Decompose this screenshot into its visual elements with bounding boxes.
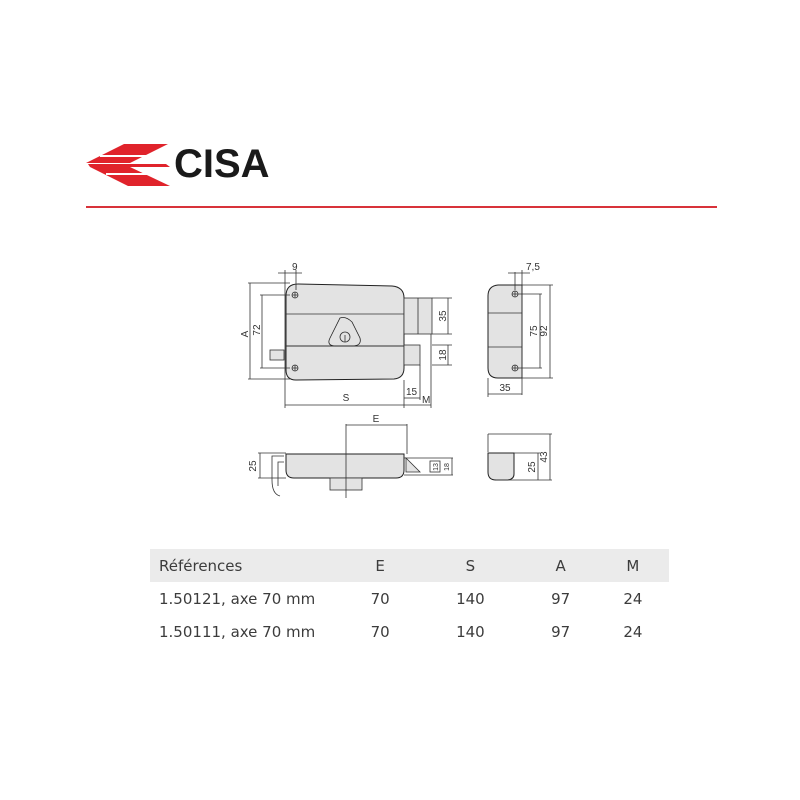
col-S: S	[465, 556, 476, 575]
cell-E: 70	[370, 589, 390, 608]
dim-18-top: 18	[444, 463, 451, 471]
cisa-logo-icon	[86, 144, 170, 186]
table-row: 1.50111, axe 70 mm 70 140 97 24	[150, 615, 669, 648]
cell-A: 97	[551, 622, 571, 641]
cell-E: 70	[370, 622, 390, 641]
dim-25-top: 25	[248, 460, 259, 472]
dim-35-side: 35	[499, 383, 511, 394]
dim-7-5: 7,5	[526, 262, 540, 273]
col-M: M	[626, 556, 640, 575]
col-A: A	[555, 556, 566, 575]
col-E: E	[375, 556, 385, 575]
dim-35: 35	[438, 310, 449, 322]
dim-75: 75	[529, 325, 540, 337]
table-header-row: Références E S A M	[150, 549, 669, 582]
cell-M: 24	[623, 589, 643, 608]
dim-72: 72	[252, 324, 263, 336]
dim-M: M	[422, 395, 430, 406]
cell-S: 140	[456, 622, 485, 641]
cell-reference: 1.50121, axe 70 mm	[159, 589, 316, 608]
dim-13: 13	[433, 463, 440, 471]
dim-18: 18	[438, 349, 449, 361]
dim-43: 43	[539, 451, 550, 463]
dim-92: 92	[539, 325, 550, 337]
references-table: Références E S A M 1.50121, axe 70 mm 70…	[150, 549, 669, 648]
cell-reference: 1.50111, axe 70 mm	[159, 622, 316, 641]
dim-S: S	[343, 393, 350, 404]
table-row: 1.50121, axe 70 mm 70 140 97 24	[150, 582, 669, 615]
dim-E: E	[373, 414, 380, 425]
dim-15: 15	[406, 387, 418, 398]
dim-9: 9	[292, 262, 298, 273]
dim-25-end: 25	[527, 461, 538, 473]
dim-A: A	[240, 330, 251, 337]
cell-M: 24	[623, 622, 643, 641]
brand-name: CISA	[174, 142, 270, 186]
cell-S: 140	[456, 589, 485, 608]
col-references: Références	[159, 556, 243, 575]
cell-A: 97	[551, 589, 571, 608]
header-rule	[86, 206, 717, 208]
